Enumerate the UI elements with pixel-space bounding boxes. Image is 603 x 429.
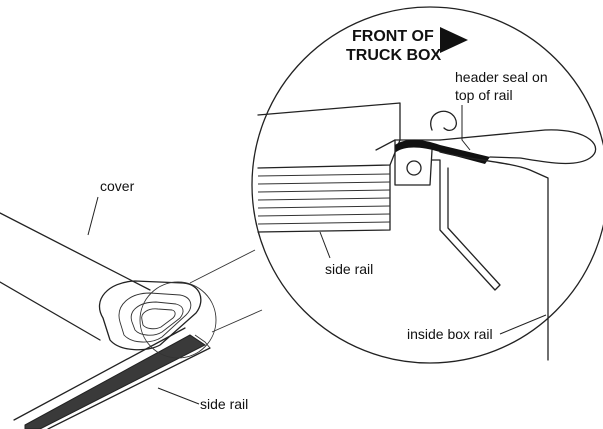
cover-panel [0, 212, 151, 341]
header-seal-label-line1: header seal on [455, 69, 548, 85]
front-direction-arrow [440, 27, 468, 53]
header-seal-label-line2: top of rail [455, 87, 513, 103]
header-seal-loop [439, 129, 597, 165]
detail-view [251, 6, 603, 364]
header-seal [395, 139, 490, 164]
cover-leader [87, 196, 99, 236]
inside-box-rail-leader [499, 314, 547, 335]
inside-box-rail [431, 151, 549, 361]
main-view [0, 212, 263, 429]
side-rail-detail-label: side rail [325, 261, 373, 277]
rail-clip [430, 110, 457, 132]
side-rail-section [257, 102, 441, 233]
front-of-truck-box-label-line1: FRONT OF [352, 28, 434, 45]
rolled-cover [98, 280, 202, 351]
detail-circle-boundary [251, 6, 603, 364]
callout-connector [189, 249, 263, 333]
detail-callout-circle [139, 281, 217, 359]
side-rail-detail-leader [319, 231, 331, 259]
inside-box-rail-label: inside box rail [407, 326, 493, 342]
side-rail-main-leader [157, 387, 200, 405]
header-seal-leader [461, 105, 471, 151]
side-rail-strip [24, 334, 206, 429]
cover-label: cover [100, 178, 135, 194]
labels: FRONT OF TRUCK BOX header seal on top of… [87, 27, 548, 412]
front-of-truck-box-label-line2: TRUCK BOX [346, 47, 441, 64]
side-rail-main-label: side rail [200, 396, 248, 412]
